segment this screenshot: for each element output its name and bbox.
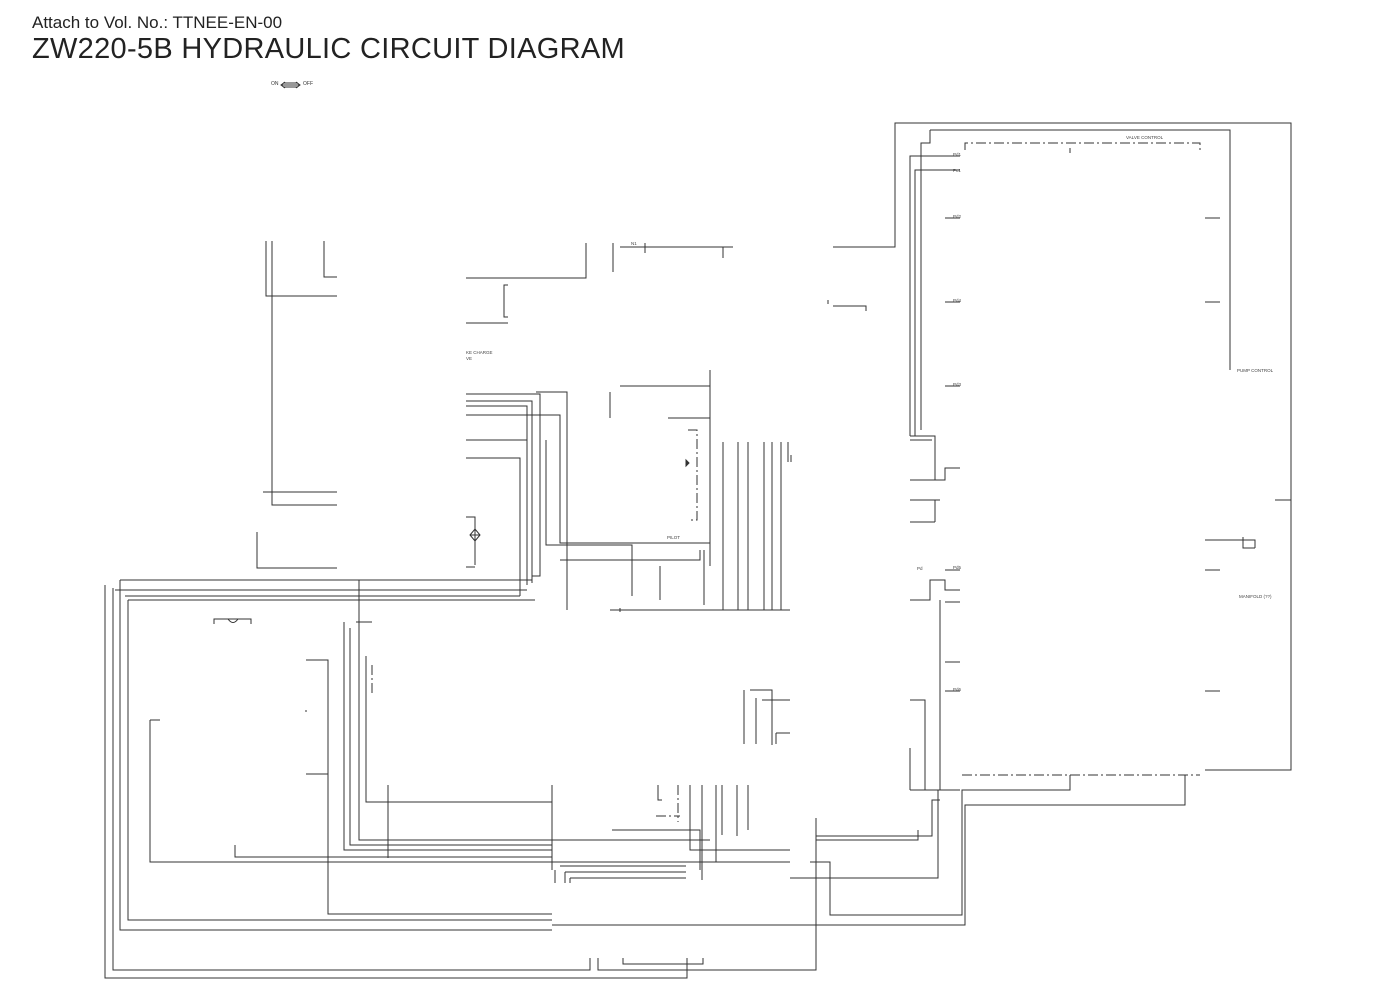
port-pd-label: Pd	[917, 566, 923, 571]
port-pd2-label: Pd2	[953, 214, 962, 219]
pilot-label: PILOT	[667, 535, 680, 540]
diagram-title: ZW220-5B HYDRAULIC CIRCUIT DIAGRAM	[32, 33, 625, 65]
svg-text:VE: VE	[466, 356, 472, 361]
left-circuit	[104, 241, 940, 979]
manifold-label: MANIFOLD (??)	[1239, 594, 1272, 599]
brake-charge-valve-label: KE CHARGE	[466, 350, 493, 355]
pump-control-label: PUMP CONTROL	[1237, 368, 1274, 373]
legend-arrow-icon	[280, 81, 301, 89]
port-label-top: N1	[631, 241, 637, 246]
legend-on-label: ON	[271, 81, 279, 87]
legend-off-label: OFF	[303, 81, 313, 87]
port-pd6-label: Pd6	[953, 687, 962, 692]
valve-control-block: VALVE CONTROL PUMP CONTROL MANIFOLD (??)…	[552, 122, 1292, 926]
port-pd3-label: Pd3	[953, 382, 962, 387]
port-pd5-label: Pd5	[953, 565, 962, 570]
valve-control-label: VALVE CONTROL	[1126, 135, 1164, 140]
port-pd1-label: Pd1	[953, 152, 962, 157]
attach-vol-label: Attach to Vol. No.: TTNEE-EN-00	[32, 13, 283, 32]
port-pd4-label: Pd4	[953, 298, 962, 303]
upper-center-circuit: N1 KE CHARGE VE PILOT	[466, 241, 867, 610]
